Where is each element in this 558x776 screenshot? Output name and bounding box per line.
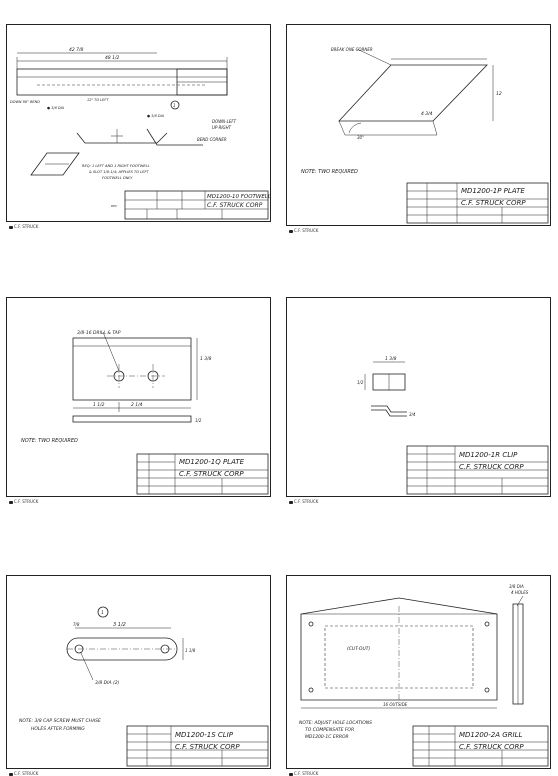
callout-drill-tap: 3/8-16 DRILL & TAP: [77, 330, 121, 336]
grill-2a-drawing: (CUT-OUT) 16 OUTSIDE 3/8 DIA 4 HOLES NOT…: [299, 584, 549, 767]
logo-mark: C.F. STRUCK: [9, 224, 38, 229]
dim-secondary: 42 7/8: [69, 47, 84, 53]
plate-1q-title: MD1200-1Q PLATE: [179, 458, 245, 466]
callout-angle: 30°: [357, 135, 364, 140]
dim-1s-height: 1 1/8: [185, 648, 196, 653]
plate-1p-title: MD1200-1P PLATE: [461, 187, 525, 195]
dim-overall: 48 1/2: [105, 55, 120, 61]
item-number: 1: [101, 610, 104, 616]
dim-grill-width: 16 OUTSIDE: [383, 702, 408, 707]
logo-mark: C.F. STRUCK: [289, 499, 318, 504]
callout-left: DOWN 90° BEND: [10, 100, 40, 104]
svg-text:1: 1: [173, 103, 176, 108]
dim-height: 4 3/4: [421, 111, 433, 117]
callout-hole-dia: 3/8 DIA (2): [95, 680, 120, 686]
logo-mark: C.F. STRUCK: [289, 771, 318, 776]
plate-1p-note: NOTE: TWO REQUIRED: [301, 169, 358, 175]
dim-1r-offset: 3/4: [409, 412, 416, 417]
drawing-sheet-clip-1r: 1 3/8 1/2 3/4 MD1200-1R CLIP C.F. STRUCK…: [286, 297, 551, 504]
svg-text:4 HOLES: 4 HOLES: [511, 590, 529, 595]
dim-1s-length: 3 1/2: [113, 622, 126, 628]
callout-break-corner: BREAK ONE CORNER: [331, 47, 373, 52]
svg-text:TO COMPENSATE FOR: TO COMPENSATE FOR: [305, 727, 354, 733]
drawing-sheet-grill-2a: (CUT-OUT) 16 OUTSIDE 3/8 DIA 4 HOLES NOT…: [286, 575, 551, 776]
svg-text:MD1200-1C ERROR: MD1200-1C ERROR: [305, 734, 349, 740]
clip-1s-title: MD1200-1S CLIP: [175, 731, 234, 739]
dim-1s-end: 7/8: [73, 622, 80, 627]
drawing-sheet-plate-1p: 12 4 3/4 BREAK ONE CORNER 30° NOTE: TWO …: [286, 24, 551, 233]
callout-holes: 3/8 DIA: [509, 584, 524, 589]
footwell-note: REQ: 1 LEFT AND 1 RIGHT FOOTWELL: [82, 164, 150, 168]
svg-text:FOOTWELL ONLY: FOOTWELL ONLY: [102, 176, 133, 180]
dim-1q-b: 2 1/4: [131, 402, 143, 408]
svg-text:REV: REV: [111, 204, 118, 208]
dim-1q-thk: 1/2: [195, 418, 202, 423]
plate-1q-company: C.F. STRUCK CORP: [179, 470, 244, 478]
callout-down-left: DOWN-LEFT: [212, 119, 237, 124]
clip-1s-company: C.F. STRUCK CORP: [175, 743, 240, 751]
clip-1s-drawing: 1 3 1/2 7/8 1 1/8 3/8 DIA (2) NOTE: 3/8 …: [19, 606, 269, 767]
grill-title: MD1200-2A GRILL: [459, 731, 522, 739]
clip-1r-company: C.F. STRUCK CORP: [459, 463, 524, 471]
clip-1s-note: NOTE: 3/8 CAP SCREW MUST CHASE: [19, 718, 101, 724]
label-cutout: (CUT-OUT): [347, 646, 371, 652]
drawing-sheet-footwell: 48 1/2 42 7/8 DOWN 90° BEND ● 3/8 DIA 12…: [6, 24, 271, 229]
footwell-title: MD1200-10 FOOTWELL: [207, 194, 271, 200]
logo-mark: C.F. STRUCK: [9, 499, 38, 504]
dim-1r-height: 1/2: [357, 380, 364, 385]
svg-text:HOLES AFTER FORMING: HOLES AFTER FORMING: [31, 726, 85, 732]
callout-bend-corner: BEND CORNER: [197, 137, 227, 142]
plate-1p-drawing: 12 4 3/4 BREAK ONE CORNER 30° NOTE: TWO …: [301, 47, 549, 224]
grill-company: C.F. STRUCK CORP: [459, 743, 524, 751]
clip-1r-drawing: 1 3/8 1/2 3/4 MD1200-1R CLIP C.F. STRUCK…: [357, 356, 549, 495]
plate-1p-company: C.F. STRUCK CORP: [461, 199, 526, 207]
dim-1q-a: 1 1/2: [93, 402, 105, 408]
plate-1q-note: NOTE: TWO REQUIRED: [21, 438, 78, 444]
grill-note: NOTE: ADJUST HOLE LOCATIONS: [299, 720, 372, 726]
clip-1r-title: MD1200-1R CLIP: [459, 451, 518, 459]
dim-1q-height: 1 3/8: [200, 356, 212, 362]
callout-slot: ● 3/8 DIA: [47, 106, 65, 110]
logo-mark: C.F. STRUCK: [9, 771, 38, 776]
callout-up-right: UP-RIGHT: [212, 125, 232, 130]
dim-width: 12: [496, 91, 502, 97]
footwell-drawing: 48 1/2 42 7/8 DOWN 90° BEND ● 3/8 DIA 12…: [10, 47, 271, 220]
drawing-sheet-plate-1q: 3/8-16 DRILL & TAP 1 3/8 1 1/2 2 1/4 1/2…: [6, 297, 271, 504]
drawing-sheet-clip-1s: 1 3 1/2 7/8 1 1/8 3/8 DIA (2) NOTE: 3/8 …: [6, 575, 271, 776]
logo-mark: C.F. STRUCK: [289, 228, 318, 233]
footwell-company: C.F. STRUCK CORP: [207, 202, 263, 209]
callout-12: 12" TO LEFT: [87, 98, 109, 102]
svg-text:& SLOT 1/8-1/4; APPLIES TO LEF: & SLOT 1/8-1/4; APPLIES TO LEFT: [89, 170, 150, 174]
plate-1q-drawing: 3/8-16 DRILL & TAP 1 3/8 1 1/2 2 1/4 1/2…: [21, 330, 269, 495]
svg-text:● 3/8 DIA: ● 3/8 DIA: [147, 114, 165, 118]
dim-1r-width: 1 3/8: [385, 356, 397, 362]
